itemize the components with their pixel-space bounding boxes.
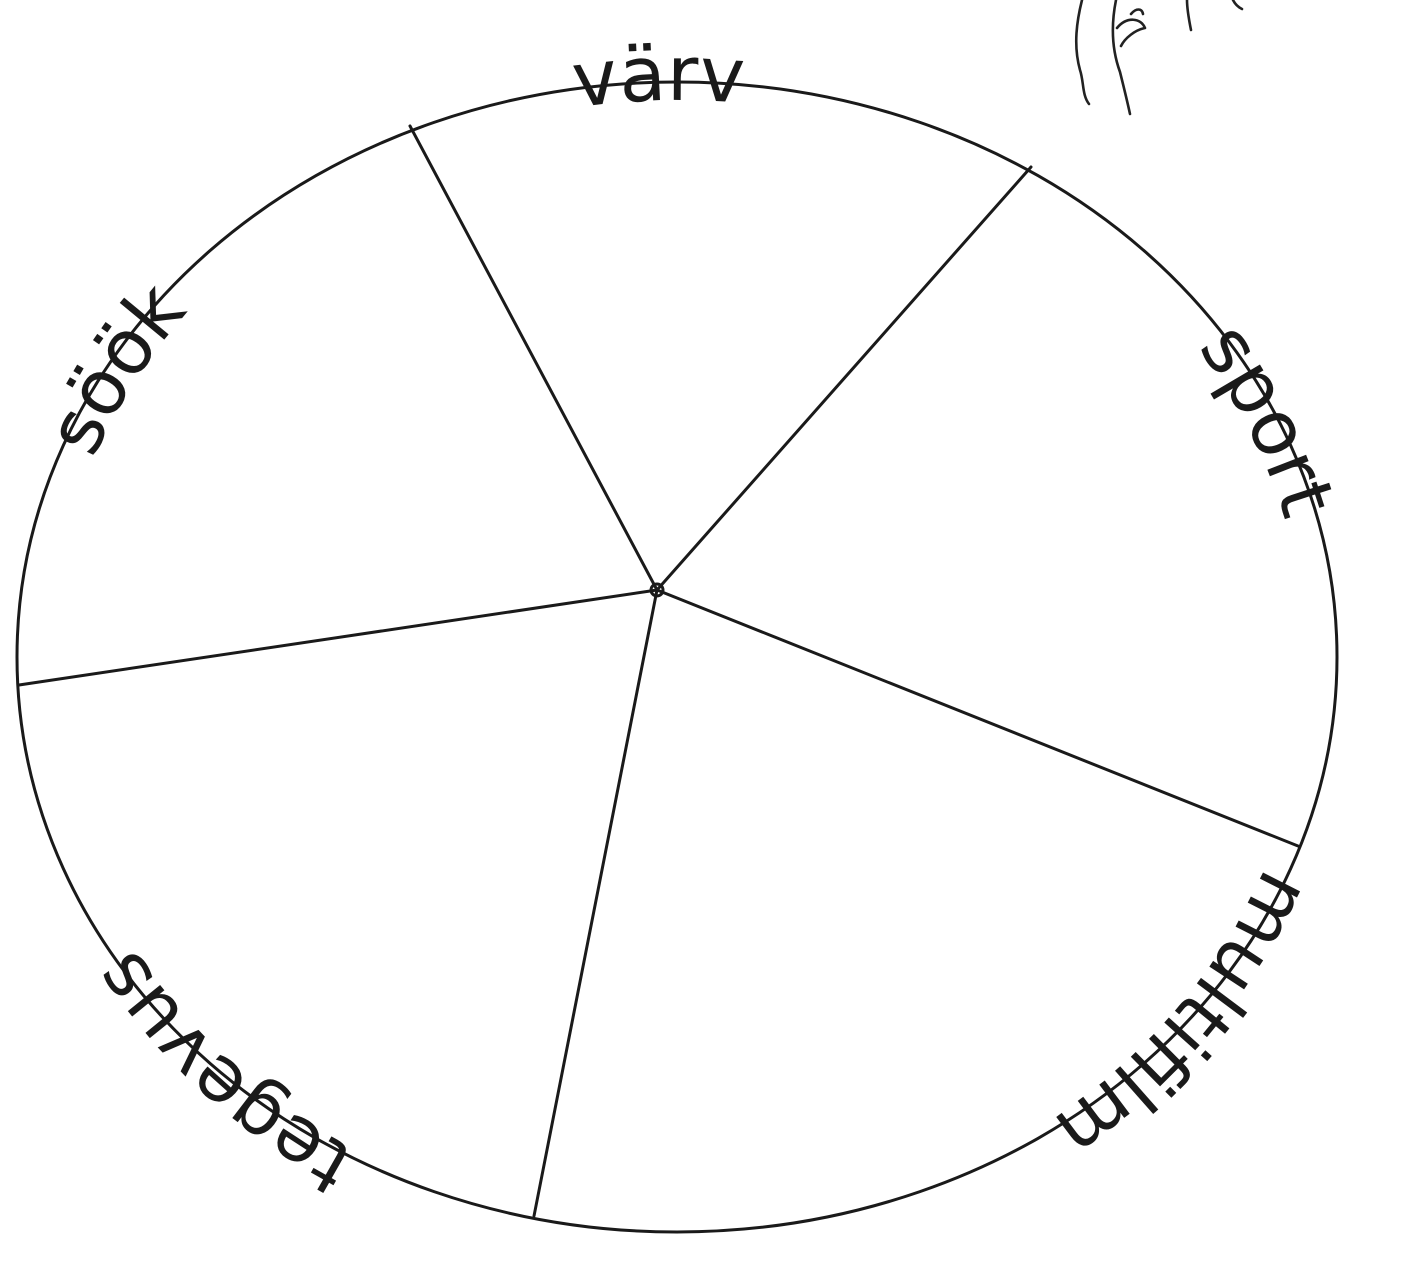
label-sook: söök [29, 266, 202, 467]
divider-line [657, 590, 1298, 846]
divider-line [19, 590, 657, 685]
label-tegevus: tegevus [75, 937, 365, 1212]
divider-line [657, 167, 1031, 590]
label-multifilm: multifilm [1040, 858, 1329, 1177]
label-varv: värv [568, 29, 748, 125]
divider-line [410, 126, 657, 590]
label-sport: sport [1183, 307, 1353, 527]
divider-line [534, 590, 657, 1216]
hand-sketch-icon [1076, 0, 1242, 114]
